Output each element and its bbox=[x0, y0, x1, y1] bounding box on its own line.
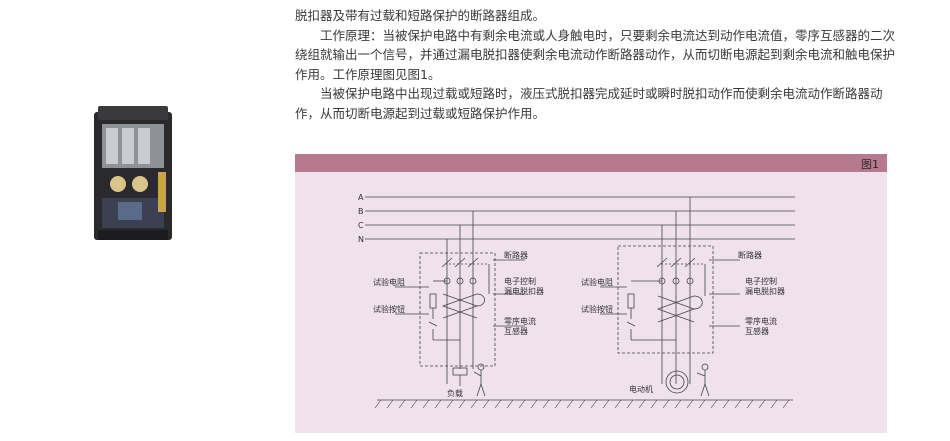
motor-label: 电动机 bbox=[629, 384, 653, 394]
bus-label-c: C bbox=[358, 221, 364, 230]
right-ct-label-1: 零序电流 bbox=[745, 316, 777, 326]
right-breaker-label: 断路器 bbox=[738, 250, 762, 260]
text-line1: 脱扣器及带有过载和短路保护的断路器组成。 bbox=[295, 8, 546, 23]
left-trip-label-2: 漏电脱扣器 bbox=[504, 286, 544, 296]
figure-1: 图1 bbox=[295, 154, 887, 433]
motor-symbol bbox=[665, 370, 689, 394]
left-trip-label-1: 电子控制 bbox=[504, 276, 536, 286]
load-symbol bbox=[452, 367, 468, 376]
description-text: 脱扣器及带有过载和短路保护的断路器组成。 工作原理：当被保护电路中有剩余电流或人… bbox=[295, 6, 895, 123]
circuit-diagram: A B C N 断路器 试验电阻 试验按钮 电子控制 漏电脱扣器 零序电流 互感… bbox=[358, 193, 795, 409]
right-ct-label-2: 互感器 bbox=[745, 326, 769, 336]
left-ct-label-1: 零序电流 bbox=[504, 316, 536, 326]
right-trip-label-1: 电子控制 bbox=[745, 276, 777, 286]
breaker-product-photo bbox=[94, 106, 172, 240]
bus-label-n: N bbox=[358, 235, 364, 244]
ground-hatch bbox=[374, 399, 790, 409]
left-test-resistor-label: 试验电阻 bbox=[373, 277, 405, 287]
figure-label: 图1 bbox=[861, 158, 879, 171]
left-breaker-label: 断路器 bbox=[504, 250, 528, 260]
left-test-button-label: 试验按钮 bbox=[373, 304, 405, 314]
right-test-resistor-label: 试验电阻 bbox=[581, 277, 613, 287]
overload-paragraph: 当被保护电路中出现过载或短路时，液压式脱扣器完成延时或瞬时脱扣动作而使剩余电流动… bbox=[295, 86, 883, 121]
right-trip-label-2: 漏电脱扣器 bbox=[745, 286, 785, 296]
left-ct-label-2: 互感器 bbox=[504, 326, 528, 336]
load-label: 负载 bbox=[447, 388, 463, 398]
left-device-box bbox=[419, 252, 496, 367]
figure-header: 图1 bbox=[295, 154, 887, 172]
bus-label-a: A bbox=[358, 193, 364, 202]
right-test-button-label: 试验按钮 bbox=[581, 304, 613, 314]
working-principle-paragraph: 工作原理：当被保护电路中有剩余电流或人身触电时，只要剩余电流达到动作电流值，零序… bbox=[295, 27, 896, 82]
bus-label-b: B bbox=[358, 207, 364, 216]
right-device-box bbox=[617, 245, 714, 354]
